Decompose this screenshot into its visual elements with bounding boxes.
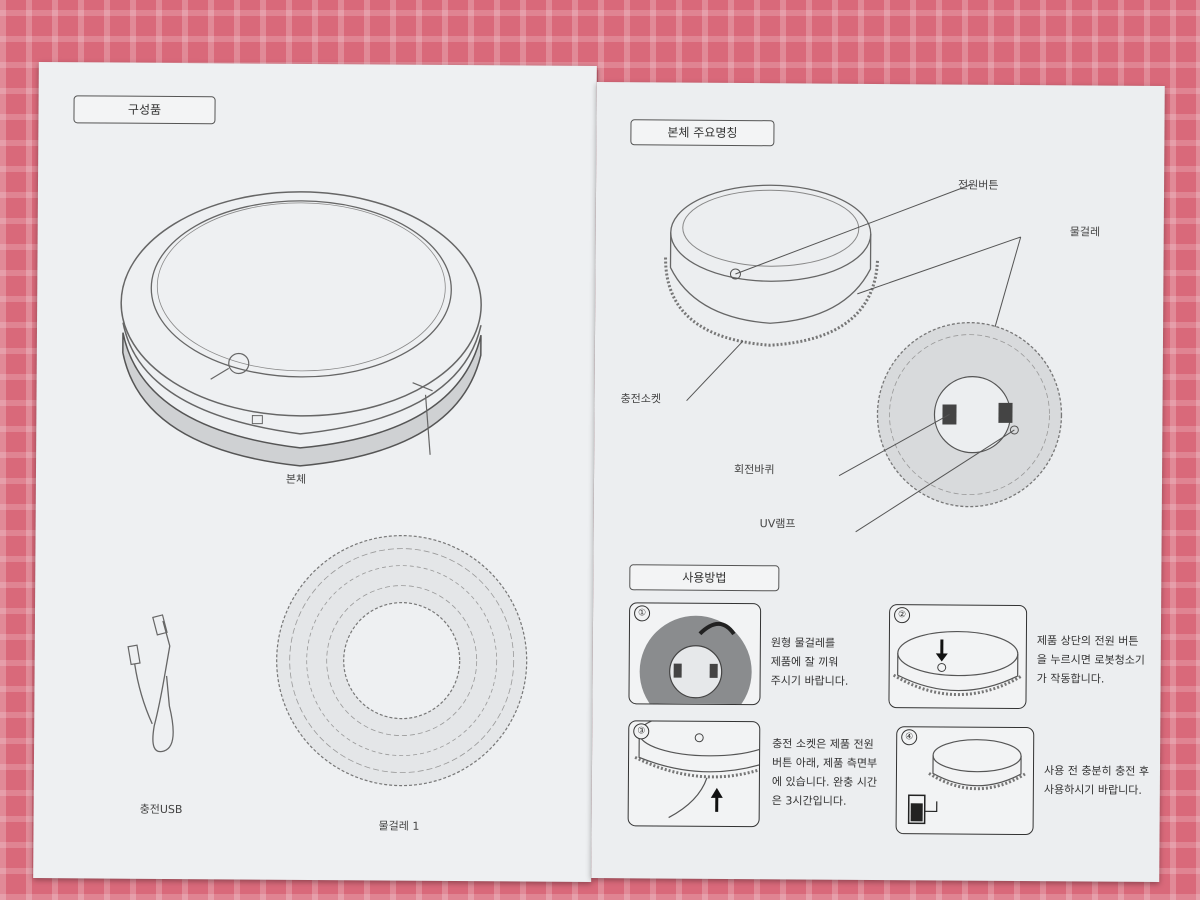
step-2-illustration: ② [888, 604, 1028, 710]
right-page: 본체 주요명칭 전원버튼 물걸레 충전소켓 회전바퀴 UV램프 사용방법 [591, 82, 1165, 882]
mop-pad-illustration [276, 535, 528, 787]
step-1-illustration: ① [628, 602, 762, 706]
mop-caption: 물걸레 1 [378, 819, 420, 833]
step-3-illustration: ③ [627, 720, 761, 828]
usb-cable-illustration [127, 614, 174, 753]
step-3-text: 충전 소켓은 제품 전원 버튼 아래, 제품 측면부 에 있습니다. 완충 시간… [771, 737, 878, 808]
label-rotating-wheel: 회전바퀴 [734, 462, 775, 477]
left-page: 구성품 본체 충전USB 물걸레 1 [33, 62, 597, 882]
robot-parts-illustration [664, 184, 1063, 533]
section-title-usage: 사용방법 [629, 564, 780, 592]
usb-caption: 충전USB [139, 802, 183, 817]
main-unit-caption: 본체 [285, 472, 307, 486]
step-3-number: ③ [633, 723, 650, 740]
step-2-text: 제품 상단의 전원 버튼 을 누르시면 로봇청소기 가 작동합니다. [1036, 634, 1146, 686]
step-2-number: ② [894, 607, 911, 624]
step-4-illustration: ④ [895, 726, 1035, 836]
label-mop: 물걸레 [1069, 225, 1101, 239]
step-4-text: 사용 전 충분히 충전 후 사용하시기 바랍니다. [1043, 764, 1150, 797]
step-1-number: ① [634, 605, 651, 622]
robot-main-unit-illustration [120, 191, 482, 467]
label-power-button: 전원버튼 [958, 178, 999, 192]
label-uv-lamp: UV램프 [759, 517, 796, 531]
label-charging-socket: 충전소켓 [620, 392, 662, 406]
step-1-text: 원형 물걸레를 제품에 잘 끼워 주시기 바랍니다. [770, 636, 849, 688]
section-title-components: 구성품 [73, 95, 216, 125]
step-4-number: ④ [901, 729, 918, 746]
